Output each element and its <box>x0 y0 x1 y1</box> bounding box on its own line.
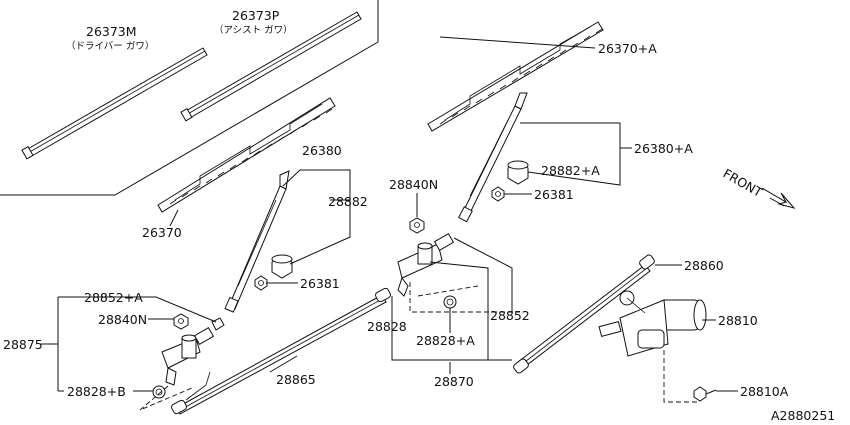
leader-26380A-bracket <box>520 122 621 186</box>
arm-26380 <box>224 170 290 313</box>
dashed-attach-motor <box>663 350 700 403</box>
pivot-assembly-left <box>161 313 225 386</box>
label-26380A: 26380+A <box>634 141 693 156</box>
label-26380: 26380 <box>302 143 342 158</box>
label-26373M: 26373M <box>86 24 137 39</box>
washer-28828 <box>443 295 457 309</box>
dashed-attach-left <box>139 385 193 411</box>
leader-28852A <box>58 296 217 323</box>
linkage-rod-28860 <box>513 254 655 374</box>
refill-26373P <box>180 11 362 122</box>
leader-28852 <box>453 237 513 314</box>
label-26381-middle: 26381 <box>300 276 340 291</box>
label-28882A: 28882+A <box>541 163 600 178</box>
label-28870: 28870 <box>434 374 474 389</box>
diagram-id: A2880251 <box>771 408 835 423</box>
leader-28865 <box>269 355 298 373</box>
label-28852A: 28852+A <box>84 290 143 305</box>
label-28882: 28882 <box>328 194 368 209</box>
label-28840N-center: 28840N <box>389 177 438 192</box>
label-28828: 28828 <box>367 319 407 334</box>
label-26381-upper: 26381 <box>534 187 574 202</box>
washer-28828B <box>152 385 166 399</box>
blade-26370 <box>157 97 336 213</box>
leader-26370 <box>169 209 179 227</box>
pivot-assembly-center <box>397 217 455 297</box>
arm-26380A <box>457 92 528 223</box>
leader-26380-bracket <box>282 169 351 265</box>
arm-cap-28882A <box>507 160 529 185</box>
label-26373P: 26373P <box>232 8 280 23</box>
dashed-attach-center <box>409 282 520 313</box>
bolt-28810A <box>693 386 717 402</box>
linkage-rod-28865 <box>171 287 391 415</box>
refill-box-frame <box>0 0 379 196</box>
nut-26381-middle <box>254 275 268 291</box>
dashed-attach-center-b <box>417 285 479 297</box>
wiper-motor-28810 <box>598 290 707 357</box>
label-28840N-left: 28840N <box>98 312 147 327</box>
refill-26373M <box>21 47 208 160</box>
label-26370: 26370 <box>142 225 182 240</box>
label-28852: 28852 <box>490 308 530 323</box>
note-26373P: （アシスト ガワ） <box>214 24 293 36</box>
label-28875: 28875 <box>3 337 43 352</box>
label-28828A: 28828+A <box>416 333 475 348</box>
note-26373M: （ドライバー ガワ） <box>66 40 154 52</box>
leader-26370A <box>439 36 596 49</box>
label-28865: 28865 <box>276 372 316 387</box>
nut-26381-upper <box>491 186 505 202</box>
arm-cap-28882 <box>271 254 293 279</box>
label-26370A: 26370+A <box>598 41 657 56</box>
label-28810: 28810 <box>718 313 758 328</box>
front-label: FRONT <box>721 166 766 201</box>
label-28810A: 28810A <box>740 384 789 399</box>
label-28828B: 28828+B <box>67 384 126 399</box>
label-28860: 28860 <box>684 258 724 273</box>
blade-26370A <box>427 21 604 132</box>
front-direction-arrow: FRONT <box>721 166 796 209</box>
